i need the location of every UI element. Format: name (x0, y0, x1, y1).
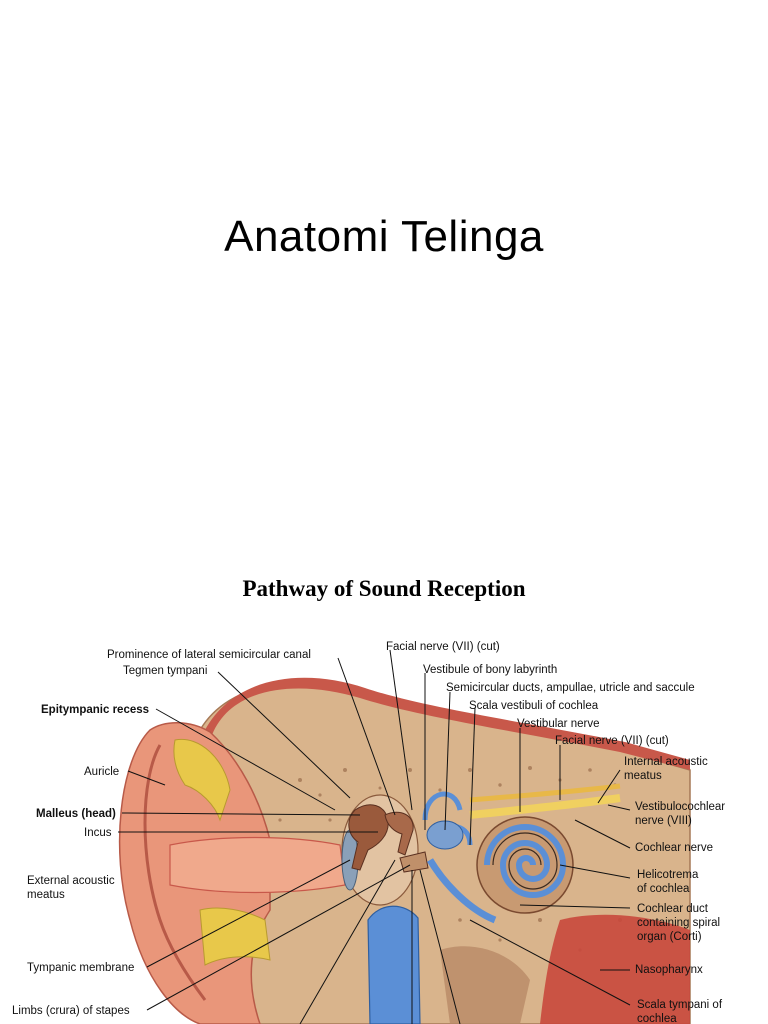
facial-nerve-shape (469, 783, 621, 803)
label-internal-acoustic-meatus-2: meatus (624, 770, 662, 782)
label-cochlear-nerve: Cochlear nerve (635, 842, 713, 854)
leader-lines (118, 649, 631, 1024)
label-epitympanic-recess: Epitympanic recess (41, 704, 149, 716)
auricular-cartilage (173, 738, 231, 822)
label-malleus-head: Malleus (head) (36, 808, 116, 820)
label-helicotrema-1: Helicotrema (637, 869, 699, 881)
label-external-acoustic-meatus-1: External acoustic (27, 875, 115, 887)
meatus-cartilage (199, 907, 271, 966)
slide-title: Anatomi Telinga (224, 212, 544, 261)
label-cochlear-duct-3: organ (Corti) (637, 931, 702, 943)
label-semicircular-ducts: Semicircular ducts, ampullae, utricle an… (446, 682, 695, 694)
malleus-shape (348, 804, 389, 871)
label-tympanic-membrane: Tympanic membrane (27, 962, 134, 974)
carotid-region (440, 946, 530, 1024)
incus-shape (384, 811, 414, 856)
label-facial-nerve-top: Facial nerve (VII) (cut) (386, 641, 500, 653)
labels-top: Prominence of lateral semicircular canal… (107, 641, 695, 747)
label-vestibulocochlear-2: nerve (VIII) (635, 815, 692, 827)
label-vestibulocochlear-1: Vestibulocochlear (635, 801, 725, 813)
auditory-tube (367, 905, 421, 1024)
label-prominence-lateral-canal: Prominence of lateral semicircular canal (107, 649, 311, 661)
label-incus: Incus (84, 827, 112, 839)
auricle-helix (143, 744, 207, 1001)
vestibulocochlear-nerve-shape (469, 794, 621, 819)
labels-right: Internal acoustic meatus Vestibulocochle… (624, 756, 725, 1024)
label-limbs-of-stapes: Limbs (crura) of stapes (12, 1005, 130, 1017)
ear-illustration (118, 677, 691, 1024)
label-cochlear-duct-1: Cochlear duct (637, 903, 709, 915)
label-nasopharynx: Nasopharynx (635, 964, 703, 976)
label-tegmen-tympani: Tegmen tympani (123, 665, 207, 677)
label-cochlear-duct-2: containing spiral (637, 917, 720, 929)
label-scala-tympani-1: Scala tympani of (637, 999, 723, 1011)
scala-channel (426, 858, 497, 924)
label-helicotrema-2: of cochlea (637, 883, 690, 895)
label-scala-vestibuli: Scala vestibuli of cochlea (469, 700, 599, 712)
nasopharynx-region (540, 914, 690, 1024)
label-scala-tympani-2: cochlea (637, 1013, 677, 1024)
labels-left: Epitympanic recess Auricle Malleus (head… (12, 704, 149, 1017)
label-external-acoustic-meatus-2: meatus (27, 889, 65, 901)
label-facial-nerve-right: Facial nerve (VII) (cut) (555, 735, 669, 747)
label-internal-acoustic-meatus-1: Internal acoustic (624, 756, 708, 768)
cochlea (476, 816, 574, 914)
external-meatus-canal (169, 836, 346, 894)
label-vestibule-bony-labyrinth: Vestibule of bony labyrinth (423, 664, 557, 676)
ear-anatomy-diagram: Prominence of lateral semicircular canal… (12, 641, 725, 1024)
figure-title: Pathway of Sound Reception (242, 576, 526, 601)
label-auricle: Auricle (84, 766, 119, 778)
label-vestibular-nerve: Vestibular nerve (517, 718, 599, 730)
